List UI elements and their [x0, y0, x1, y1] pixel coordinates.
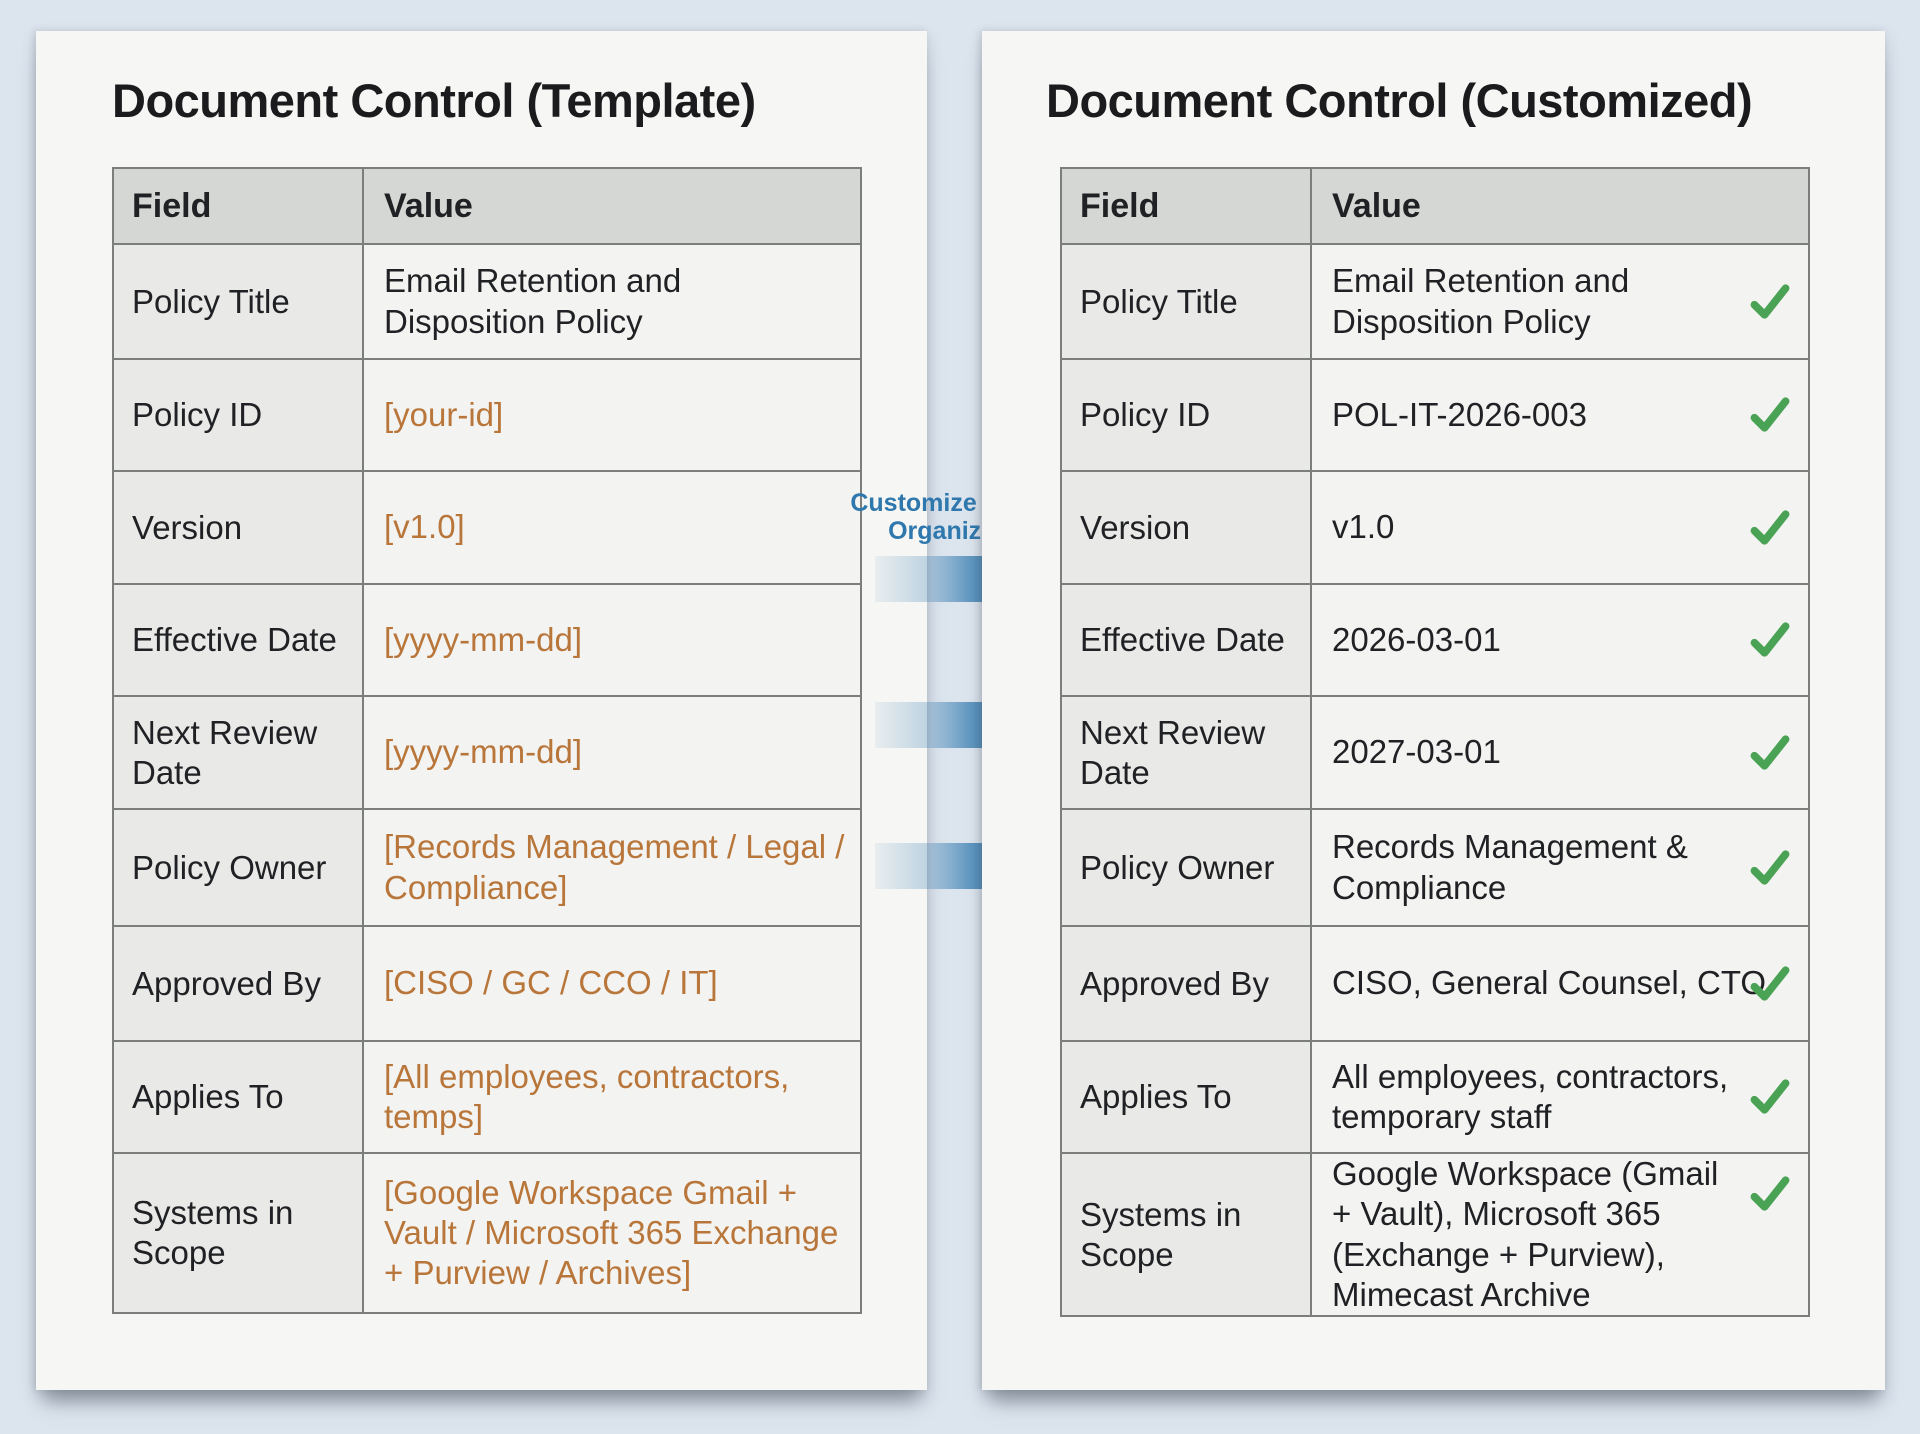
- field-cell: Effective Date: [1060, 583, 1312, 697]
- value-cell-placeholder: [v1.0]: [362, 470, 862, 585]
- field-cell: Next Review Date: [112, 695, 364, 810]
- field-cell: Version: [1060, 470, 1312, 585]
- value-cell-placeholder: [All employees, contractors, temps]: [362, 1040, 862, 1154]
- table-row: Effective Date [yyyy-mm-dd]: [112, 583, 862, 697]
- table-row: Systems in Scope Google Workspace (Gmail…: [1060, 1152, 1810, 1317]
- value-cell-placeholder: [yyyy-mm-dd]: [362, 583, 862, 697]
- table-row: Version [v1.0]: [112, 470, 862, 585]
- field-cell: Policy Owner: [112, 808, 364, 927]
- template-panel: Document Control (Template) Field Value …: [36, 31, 927, 1390]
- value-text: POL-IT-2026-003: [1332, 395, 1587, 433]
- value-cell: All employees, contractors, temporary st…: [1310, 1040, 1810, 1154]
- value-cell: Email Retention and Disposition Policy: [362, 243, 862, 360]
- value-cell-placeholder: [Records Management / Legal / Compliance…: [362, 808, 862, 927]
- value-cell-placeholder: [yyyy-mm-dd]: [362, 695, 862, 810]
- field-cell: Applies To: [112, 1040, 364, 1154]
- header-row: Field Value: [112, 167, 862, 245]
- field-cell: Version: [112, 470, 364, 585]
- check-icon: [1744, 731, 1796, 775]
- value-cell-placeholder: [CISO / GC / CCO / IT]: [362, 925, 862, 1042]
- field-cell: Policy ID: [112, 358, 364, 472]
- field-cell: Policy Title: [112, 243, 364, 360]
- value-cell: POL-IT-2026-003: [1310, 358, 1810, 472]
- field-cell: Approved By: [112, 925, 364, 1042]
- template-panel-title: Document Control (Template): [112, 74, 756, 127]
- check-icon: [1744, 393, 1796, 437]
- header-row: Field Value: [1060, 167, 1810, 245]
- table-row: Version v1.0: [1060, 470, 1810, 585]
- value-column-header: Value: [362, 167, 862, 245]
- field-cell: Policy ID: [1060, 358, 1312, 472]
- table-row: Policy ID POL-IT-2026-003: [1060, 358, 1810, 472]
- table-row: Approved By [CISO / GC / CCO / IT]: [112, 925, 862, 1042]
- field-cell: Next Review Date: [1060, 695, 1312, 810]
- check-icon: [1744, 846, 1796, 890]
- value-text: CISO, General Counsel, CTO: [1332, 964, 1767, 1002]
- value-text: 2026-03-01: [1332, 620, 1501, 658]
- table-row: Policy Owner Records Management & Compli…: [1060, 808, 1810, 927]
- field-cell: Systems in Scope: [1060, 1152, 1312, 1317]
- table-row: Next Review Date [yyyy-mm-dd]: [112, 695, 862, 810]
- value-text: v1.0: [1332, 508, 1395, 546]
- value-cell: 2026-03-01: [1310, 583, 1810, 697]
- field-cell: Policy Title: [1060, 243, 1312, 360]
- field-cell: Applies To: [1060, 1040, 1312, 1154]
- check-icon: [1744, 1172, 1796, 1216]
- table-row: Policy Title Email Retention and Disposi…: [112, 243, 862, 360]
- table-row: Applies To [All employees, contractors, …: [112, 1040, 862, 1154]
- table-row: Applies To All employees, contractors, t…: [1060, 1040, 1810, 1154]
- value-text: All employees, contractors, temporary st…: [1332, 1057, 1729, 1135]
- value-text: Records Management & Compliance: [1332, 828, 1688, 906]
- value-cell-placeholder: [Google Workspace Gmail + Vault / Micros…: [362, 1152, 862, 1314]
- value-cell-placeholder: [your-id]: [362, 358, 862, 472]
- table-row: Policy Owner [Records Management / Legal…: [112, 808, 862, 927]
- table-row: Next Review Date 2027-03-01: [1060, 695, 1810, 810]
- table-row: Policy ID [your-id]: [112, 358, 862, 472]
- field-column-header: Field: [112, 167, 364, 245]
- table-row: Effective Date 2026-03-01: [1060, 583, 1810, 697]
- value-column-header: Value: [1310, 167, 1810, 245]
- check-icon: [1744, 962, 1796, 1006]
- table-row: Policy Title Email Retention and Disposi…: [1060, 243, 1810, 360]
- value-text: 2027-03-01: [1332, 733, 1501, 771]
- value-cell: Google Workspace (Gmail + Vault), Micros…: [1310, 1152, 1810, 1317]
- table-row: Approved By CISO, General Counsel, CTO: [1060, 925, 1810, 1042]
- value-cell: 2027-03-01: [1310, 695, 1810, 810]
- template-table: Field Value Policy Title Email Retention…: [112, 167, 862, 1314]
- arrow-body: [875, 556, 997, 602]
- check-icon: [1744, 1075, 1796, 1119]
- field-cell: Effective Date: [112, 583, 364, 697]
- field-column-header: Field: [1060, 167, 1312, 245]
- check-icon: [1744, 506, 1796, 550]
- field-cell: Approved By: [1060, 925, 1312, 1042]
- customized-table: Field Value Policy Title Email Retention…: [1060, 167, 1810, 1317]
- field-cell: Systems in Scope: [112, 1152, 364, 1314]
- arrow-body: [875, 843, 997, 889]
- value-text: Email Retention and Disposition Policy: [1332, 262, 1630, 340]
- value-text: Google Workspace (Gmail + Vault), Micros…: [1332, 1155, 1719, 1313]
- value-cell: Email Retention and Disposition Policy: [1310, 243, 1810, 360]
- customized-panel: Document Control (Customized) Field Valu…: [982, 31, 1885, 1390]
- check-icon: [1744, 618, 1796, 662]
- field-cell: Policy Owner: [1060, 808, 1312, 927]
- value-cell: v1.0: [1310, 470, 1810, 585]
- value-cell: Records Management & Compliance: [1310, 808, 1810, 927]
- customized-panel-title: Document Control (Customized): [1046, 74, 1753, 127]
- arrow-body: [875, 702, 997, 748]
- value-cell: CISO, General Counsel, CTO: [1310, 925, 1810, 1042]
- check-icon: [1744, 280, 1796, 324]
- table-row: Systems in Scope [Google Workspace Gmail…: [112, 1152, 862, 1314]
